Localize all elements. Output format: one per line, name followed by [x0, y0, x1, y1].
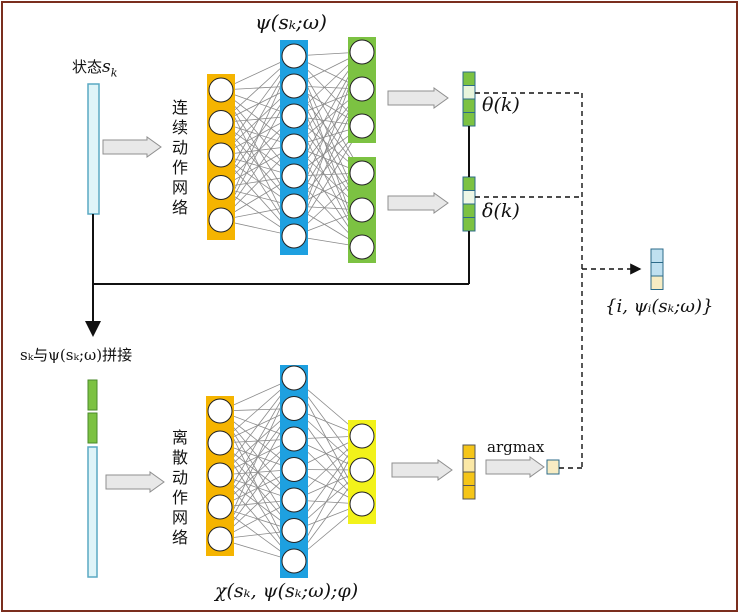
result-vector-cell	[650, 275, 664, 290]
arrow-to-delta	[387, 192, 449, 214]
disc-output-node	[349, 491, 375, 517]
cont-output-theta-node	[349, 39, 375, 65]
disc-input-node	[207, 494, 233, 520]
arrow-state-to-cont	[102, 136, 162, 158]
state-bar	[87, 83, 100, 215]
discrete-network-label: 离散动作网络	[171, 428, 188, 547]
network-nodes	[206, 37, 376, 578]
disc-hidden-node	[281, 487, 307, 513]
cont-input-node	[208, 142, 234, 168]
theta-vector-cell	[462, 85, 476, 100]
concat-bar-state	[87, 446, 98, 578]
concat-bar-theta	[87, 379, 98, 411]
cont-hidden-node	[281, 133, 307, 159]
arrow-to-q	[391, 459, 453, 481]
cont-input-node	[208, 175, 234, 200]
output-set-label: {i, ψᵢ(sₖ;ω)}	[605, 296, 714, 317]
q-vector-cell	[462, 444, 476, 459]
disc-hidden-node	[281, 365, 307, 391]
arrow-concat-to-disc	[105, 471, 165, 493]
argmax-index	[546, 459, 560, 475]
cont-hidden-node	[281, 193, 307, 219]
cont-hidden-node	[281, 103, 307, 129]
cont-input-node	[208, 77, 234, 103]
delta-vector-cell	[462, 176, 476, 191]
cont-hidden-node	[281, 43, 307, 69]
delta-vector-cell	[462, 217, 476, 232]
disc-input-node	[207, 430, 233, 456]
result-vector-cell	[650, 262, 664, 277]
state-label: 状态sk	[72, 57, 118, 80]
cont-hidden-node	[281, 73, 307, 99]
q-vector-cell	[462, 485, 476, 500]
theta-label: θ(k)	[482, 94, 520, 116]
concat-bar-delta	[87, 412, 98, 444]
disc-output-node	[349, 457, 375, 483]
arrow-to-theta	[387, 87, 449, 109]
cont-output-theta-node	[349, 76, 375, 102]
concat-label: sₖ与ψ(sₖ;ω)拼接	[20, 346, 133, 364]
arrow-argmax	[485, 456, 545, 478]
disc-hidden-node	[281, 518, 307, 543]
theta-vector-cell	[462, 98, 476, 113]
psi-label: ψ(sₖ;ω)	[255, 10, 327, 34]
cont-output-delta-node	[349, 234, 375, 260]
delta-vector-cell	[462, 203, 476, 218]
disc-hidden-node	[281, 548, 307, 574]
result-vector-cell	[650, 248, 664, 263]
cont-hidden-node	[281, 223, 307, 249]
q-vector-cell	[462, 471, 476, 486]
disc-hidden-node	[281, 426, 307, 452]
continuous-network-label: 连续动作网络	[171, 98, 188, 217]
chi-label: χ(sₖ, ψ(sₖ;ω);φ)	[215, 580, 359, 602]
theta-vector-cell	[462, 71, 476, 86]
cont-input-node	[208, 207, 234, 233]
disc-input-node	[207, 526, 233, 552]
disc-input-node	[207, 398, 233, 424]
cont-output-delta-node	[349, 160, 375, 186]
theta-vector-cell	[462, 112, 476, 127]
disc-hidden-node	[281, 457, 307, 482]
q-vector-cell	[462, 458, 476, 473]
cont-hidden-node	[281, 163, 307, 189]
disc-hidden-node	[281, 396, 307, 421]
argmax-label: argmax	[487, 438, 545, 456]
delta-label: δ(k)	[482, 200, 520, 222]
disc-output-node	[349, 423, 375, 449]
disc-input-node	[207, 462, 233, 488]
cont-output-theta-node	[349, 113, 375, 139]
delta-vector-cell	[462, 190, 476, 205]
cont-output-delta-node	[349, 197, 375, 223]
cont-input-node	[208, 110, 234, 135]
